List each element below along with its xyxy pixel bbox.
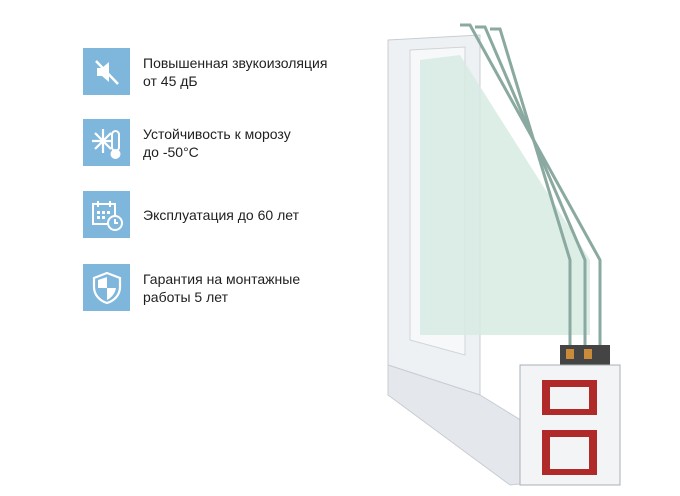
feature-line: Гарантия на монтажные [143,270,301,287]
feature-line: Устойчивость к морозу [143,125,291,142]
feature-line: до -50°C [143,143,199,160]
sound-muted-icon [83,48,130,95]
glass-pane [420,55,590,335]
feature-line: Повышенная звукоизоляция [143,54,328,71]
feature-line: Эксплуатация до 60 лет [143,206,299,223]
feature-line: работы 5 лет [143,288,229,305]
window-profile-illustration [387,23,621,486]
frost-thermometer-icon [83,119,130,166]
feature-line: от 45 дБ [143,72,198,89]
shield-icon [83,264,130,311]
feature-service-life: Эксплуатация до 60 лет [83,191,299,238]
calendar-clock-icon [83,191,130,238]
